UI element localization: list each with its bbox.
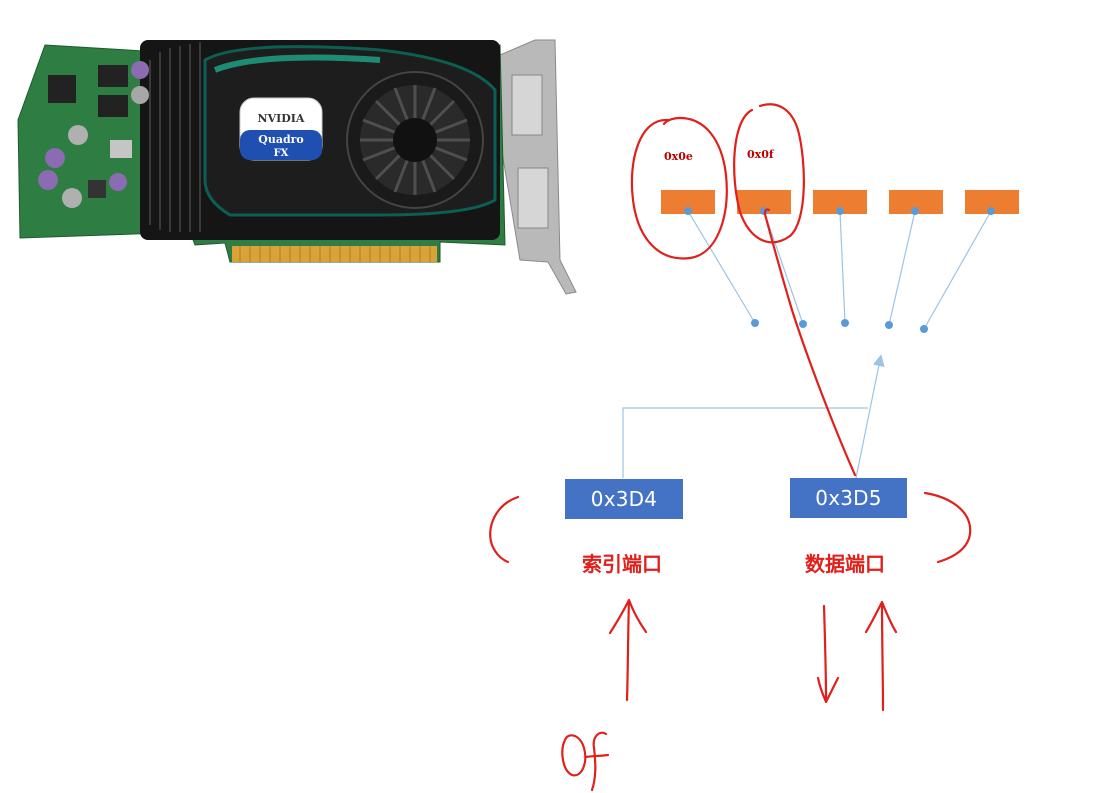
connector-line bbox=[839, 210, 846, 324]
connector-line bbox=[888, 210, 916, 326]
data-port-box: 0x3D5 bbox=[790, 478, 907, 518]
register-dot bbox=[987, 207, 995, 215]
connector-line bbox=[687, 210, 756, 324]
right-bracket-annotation bbox=[923, 491, 972, 564]
bus-dot bbox=[799, 320, 807, 328]
data-port-label: 数据端口 bbox=[805, 552, 885, 576]
register-dot bbox=[684, 207, 692, 215]
data-port-route-annotation bbox=[763, 208, 857, 477]
register-label-0x0e: 0x0e bbox=[664, 150, 693, 163]
index-port-route-line bbox=[622, 407, 868, 478]
index-port-label: 索引端口 bbox=[582, 552, 662, 576]
graphics-card-image: NVIDIA Quadro FX bbox=[17, 39, 577, 295]
index-up-arrow bbox=[608, 598, 648, 702]
circle-annotation-0x0f bbox=[733, 103, 805, 244]
connector-line bbox=[923, 210, 992, 330]
register-label-0x0f: 0x0f bbox=[747, 148, 774, 161]
bus-dot bbox=[841, 319, 849, 327]
card-brand-text: NVIDIA bbox=[258, 112, 305, 125]
bus-dot bbox=[885, 321, 893, 329]
data-up-arrow bbox=[864, 600, 898, 712]
left-bracket-annotation bbox=[489, 495, 520, 564]
index-port-arrow bbox=[855, 354, 885, 479]
handwritten-0f-glyph bbox=[561, 731, 610, 792]
register-dot bbox=[911, 207, 919, 215]
register-dot bbox=[836, 207, 844, 215]
bus-dot bbox=[920, 325, 928, 333]
data-down-arrow bbox=[816, 604, 840, 704]
card-model-sub-text: FX bbox=[274, 148, 289, 159]
connector-line bbox=[763, 210, 804, 325]
bus-dot bbox=[751, 319, 759, 327]
circle-annotation-0x0e bbox=[630, 116, 728, 260]
card-model-text: Quadro bbox=[258, 133, 304, 146]
index-port-box: 0x3D4 bbox=[565, 479, 683, 519]
